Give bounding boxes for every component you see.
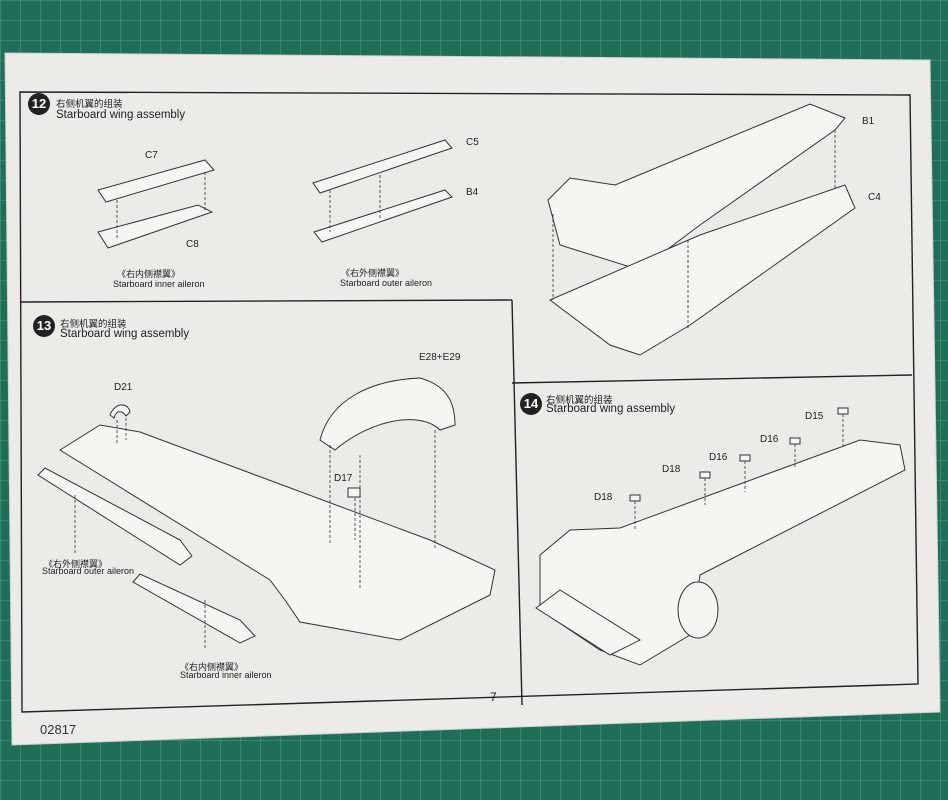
part-label-d18-a: D18: [662, 464, 681, 475]
step-13-caption-outer-cn: 《右外侧襟翼》: [44, 559, 108, 569]
part-d17-drawing: [347, 487, 361, 498]
part-b4-drawing: [313, 189, 453, 243]
page-number: 7: [490, 690, 497, 704]
step-12-title-cn: 右侧机翼的组装: [56, 99, 123, 110]
step-13-number-badge: 13: [33, 315, 55, 337]
part-c8-drawing: [97, 204, 214, 249]
product-code: 02817: [40, 722, 77, 737]
divider-horizontal-right: [511, 374, 913, 384]
part-label-e28-e29: E28+E29: [419, 352, 461, 363]
part-label-c7: C7: [145, 150, 158, 161]
step-14-title-cn: 右侧机翼的组装: [546, 395, 613, 406]
step-13-caption-inner-en: Starboard inner aileron: [180, 670, 272, 680]
step12-wing-drawing: [547, 103, 846, 271]
part-c5-drawing: [312, 139, 453, 194]
step-12-caption-outer-en: Starboard outer aileron: [340, 278, 433, 288]
part-label-d15: D15: [805, 411, 824, 422]
step-13-caption-outer-en: Starboard outer aileron: [42, 566, 135, 576]
step13-outer-aileron-drawing: [37, 467, 193, 566]
step-14-title-en: Starboard wing assembly: [546, 403, 676, 415]
step12-lower-wing-drawing: [549, 184, 856, 356]
divider-vertical: [511, 299, 523, 706]
part-d16-drawing-a: [789, 437, 801, 445]
step-12-caption-outer-cn: 《右外侧襟翼》: [341, 268, 405, 278]
part-label-d16-a: D16: [760, 434, 779, 445]
step13-cowling-e28-e29-drawing: [319, 377, 456, 451]
part-d16-drawing-b: [739, 454, 751, 462]
step-12-title-en: Starboard wing assembly: [56, 109, 186, 121]
part-label-d21: D21: [114, 382, 133, 393]
step-13-title-en: Starboard wing assembly: [60, 328, 190, 340]
step-12-caption-inner-en: Starboard inner aileron: [113, 279, 205, 289]
step-13-caption-inner-cn: 《右内侧襟翼》: [180, 662, 244, 672]
part-d18-drawing-a: [699, 471, 711, 479]
part-label-d17: D17: [334, 473, 353, 484]
part-d21-drawing: [109, 404, 131, 419]
step13-wing-drawing: [59, 424, 496, 641]
part-label-d18-b: D18: [594, 492, 613, 503]
part-d18-drawing-b: [629, 494, 641, 502]
step-13-title-cn: 右侧机翼的组装: [60, 319, 127, 330]
part-d15-drawing: [837, 407, 849, 415]
step14-lower-flap-drawing: [535, 589, 642, 656]
part-label-c5: C5: [466, 137, 479, 148]
step-12-caption-inner-cn: 《右内侧襟翼》: [117, 269, 181, 279]
part-label-d16-b: D16: [709, 452, 728, 463]
part-c7-drawing: [97, 159, 215, 203]
part-label-c4: C4: [868, 192, 881, 203]
step14-engine-nacelle-drawing: [677, 581, 719, 639]
part-label-b4: B4: [466, 187, 479, 198]
step-12-number-badge: 12: [28, 93, 50, 115]
part-label-b1: B1: [862, 116, 875, 127]
step-14-number-badge: 14: [520, 393, 542, 415]
diagram-frame: [19, 91, 919, 713]
step13-inner-aileron-drawing: [132, 573, 256, 644]
part-label-c8: C8: [186, 239, 199, 250]
divider-horizontal-top: [19, 299, 513, 303]
step14-wing-drawing: [539, 439, 906, 666]
